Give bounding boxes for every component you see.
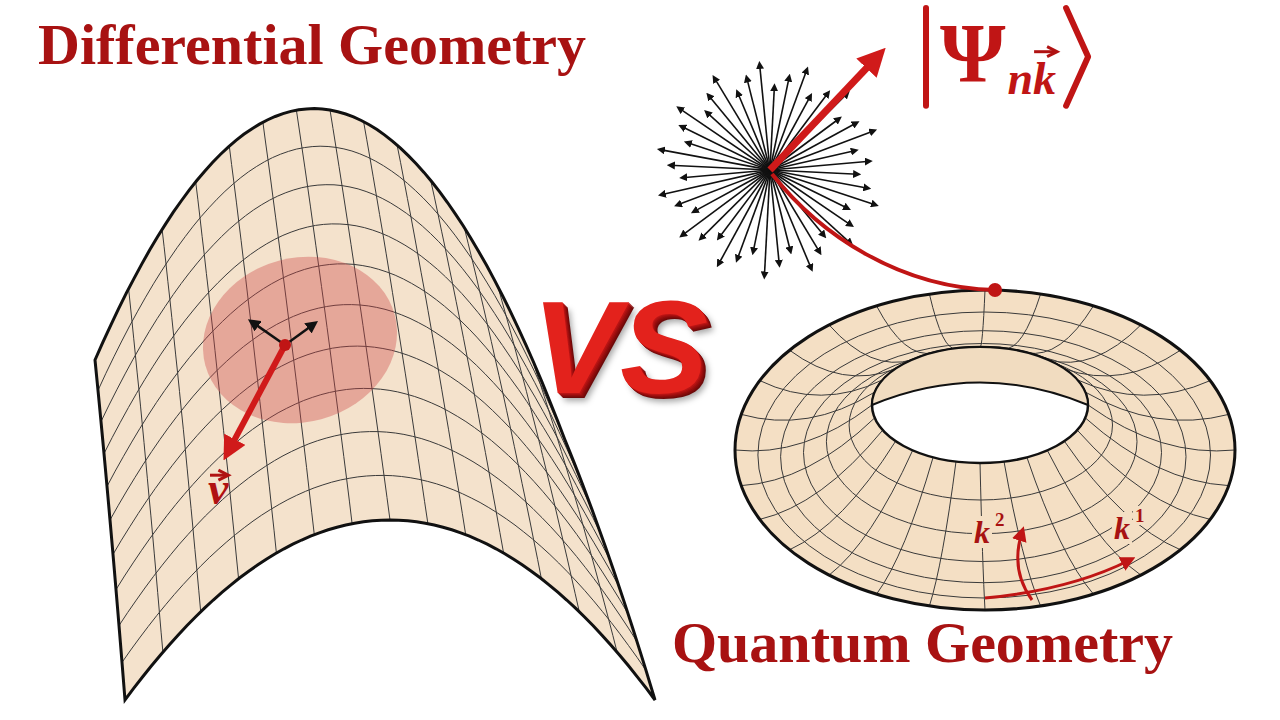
grid-line	[1085, 418, 1228, 486]
grid-line	[104, 224, 592, 510]
grid-line	[1027, 306, 1094, 354]
burst-arrow	[770, 170, 851, 244]
basis-arrow	[252, 322, 285, 345]
grid-line	[760, 430, 883, 519]
burst-arrow	[687, 143, 770, 171]
superscript: 2	[993, 510, 1007, 529]
ket-bar	[923, 8, 929, 106]
grid-line	[790, 441, 896, 550]
grid-line	[1085, 392, 1228, 420]
grid-line	[1047, 450, 1141, 575]
grid-line	[735, 405, 872, 451]
burst-arrow	[770, 161, 870, 170]
momentum-symbol: k	[1112, 512, 1132, 544]
k2-direction	[1018, 532, 1032, 600]
grid-line	[877, 457, 934, 594]
grid-line	[741, 418, 874, 486]
burst-arrow	[737, 170, 770, 260]
superscript: 1	[1133, 506, 1147, 525]
grid-line	[1047, 325, 1141, 362]
tangent-vector	[228, 345, 285, 452]
torus-hole	[872, 347, 1088, 463]
momentum-symbol: k	[972, 516, 992, 548]
grid-line	[1064, 350, 1180, 376]
grid-line	[758, 312, 1211, 598]
versus-badge: VS	[532, 282, 708, 414]
grid-line	[162, 229, 201, 611]
burst-arrow	[682, 170, 770, 178]
tangent-disc	[184, 235, 416, 444]
grid-line	[1004, 294, 1041, 349]
state-vector	[770, 56, 878, 170]
grid-line	[1004, 462, 1041, 607]
grid-line	[397, 145, 466, 535]
torus-inner-wall	[872, 347, 1088, 405]
vector-symbol: v	[208, 466, 228, 512]
burst-arrow	[760, 64, 770, 170]
grid-line	[122, 475, 646, 670]
grid-line	[829, 325, 913, 362]
subscript: nk	[1008, 56, 1057, 102]
wavefunction-symbol: Ψ	[940, 12, 1006, 96]
grid-line	[929, 462, 956, 607]
burst-arrow	[747, 78, 770, 170]
torus-point	[988, 283, 1002, 297]
burst-arrow	[707, 112, 771, 170]
grid-line	[741, 392, 874, 420]
burst-arrow	[701, 170, 770, 239]
grid-line	[98, 146, 574, 462]
grid-line	[119, 432, 637, 642]
heading: Quantum Geometry	[672, 614, 1173, 672]
grid-line	[1077, 380, 1210, 395]
grid-line	[1064, 441, 1180, 550]
heading: Differential Geometry	[38, 16, 586, 74]
grid-line	[929, 294, 956, 349]
torus	[735, 290, 1235, 610]
grid-line	[1088, 405, 1235, 451]
grid-line	[1027, 457, 1094, 594]
burst-arrow	[770, 170, 811, 269]
grid-line	[980, 290, 985, 347]
grid-line	[790, 350, 896, 376]
ket-bracket	[1066, 8, 1088, 106]
grid-line	[101, 185, 583, 486]
grid-line	[829, 450, 913, 575]
grid-line	[116, 388, 628, 613]
base-point	[279, 339, 291, 351]
burst-arrow	[660, 150, 770, 170]
torus-fill	[735, 290, 1235, 610]
grid-line	[781, 331, 1186, 583]
burst-arrow	[661, 170, 770, 195]
grid-line	[760, 380, 883, 395]
map-curve	[772, 174, 995, 290]
grid-line	[431, 180, 504, 553]
k1-direction	[985, 560, 1130, 598]
torus-outline	[735, 290, 1235, 610]
grid-line	[877, 306, 934, 354]
grid-line	[129, 289, 163, 652]
